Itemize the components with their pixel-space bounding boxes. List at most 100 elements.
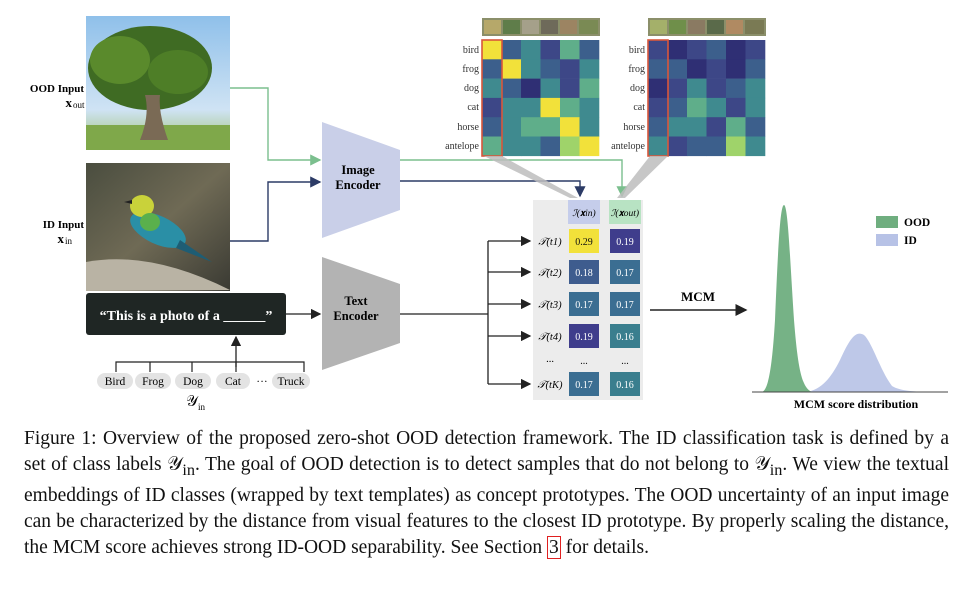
label-set: 𝒴 <box>186 394 199 410</box>
heatmap-cell <box>579 136 600 157</box>
heatmap-cell <box>648 97 668 118</box>
section-ref-link[interactable]: 3 <box>546 535 561 559</box>
heatmap-cell <box>521 40 541 60</box>
heatmap-cell <box>579 97 600 118</box>
heatmap-cell <box>648 59 668 79</box>
figure-caption: Figure 1: Overview of the proposed zero-… <box>24 426 949 561</box>
heatmap-cell <box>501 78 522 99</box>
chip-truck: Truck <box>277 376 304 388</box>
chip-frog: Frog <box>142 376 164 388</box>
score-cell-bg <box>610 292 640 316</box>
heatmap-cell <box>521 59 541 79</box>
heatmap-cell <box>745 59 766 79</box>
hm2-row-cat: cat <box>633 102 645 113</box>
heatmap-cell <box>687 97 707 118</box>
heatmap-cell <box>667 97 688 118</box>
heatmap-cell <box>540 97 561 118</box>
heatmap-cell <box>579 59 600 79</box>
chip-ellipsis: ··· <box>256 376 268 388</box>
score-cell-bg <box>569 260 599 284</box>
text-row-labels: 𝒯(t1) 𝒯(t2) 𝒯(t3) 𝒯(t4) ... 𝒯(tK) <box>538 237 563 391</box>
ood-distribution-curve <box>762 205 812 392</box>
ood-input-var: x <box>66 95 73 110</box>
legend-ood-swatch <box>876 216 898 228</box>
distribution-xlabel: MCM score distribution <box>794 397 919 411</box>
caption-sub1: in <box>182 460 195 479</box>
heatmap-cell <box>687 40 707 60</box>
heatmap-ood <box>648 40 766 157</box>
id-input-image <box>86 163 230 291</box>
ood-input-image <box>86 16 230 150</box>
heatmap-cell <box>579 40 600 60</box>
heatmap-cell <box>726 117 746 137</box>
prompt-box <box>86 293 286 335</box>
mcm-distribution <box>752 205 948 393</box>
heatmap-cell <box>560 59 580 79</box>
hm2-row-frog: frog <box>628 64 645 75</box>
heatmap-cell <box>706 40 727 60</box>
score-value: ... <box>580 356 588 367</box>
heatmap-cell <box>687 136 707 157</box>
score-cell-bg <box>569 229 599 253</box>
score-cell-bg <box>610 229 640 253</box>
heatmap-cell <box>706 59 727 79</box>
text-row-3: 𝒯(t3) <box>538 300 562 311</box>
score-cell-bg <box>569 292 599 316</box>
heatmap-cell <box>501 117 522 137</box>
hm2-row-horse: horse <box>623 122 645 133</box>
heatmap-cell <box>540 40 561 60</box>
col-out-header: ℐ(𝐱out) <box>611 208 639 219</box>
score-value: 0.16 <box>616 380 634 391</box>
heatmap-cell <box>706 117 727 137</box>
legend-ood-label: OOD <box>904 217 930 229</box>
heatmap-cell <box>726 97 746 118</box>
heatmap-cell <box>706 78 727 99</box>
heatmap-cell <box>560 117 580 137</box>
text-encoder-line1: Text <box>344 294 368 308</box>
heatmap-cell <box>648 117 668 137</box>
hm1-row-antelope: antelope <box>445 141 479 152</box>
caption-part2: . The goal of OOD detection is to detect… <box>195 454 770 475</box>
heatmap-cell <box>745 136 766 157</box>
score-cell-bg <box>610 260 640 284</box>
heatmap-cell <box>726 136 746 157</box>
score-value: 0.19 <box>616 237 634 248</box>
heatmap-cell <box>560 136 580 157</box>
heatmap-cell <box>667 59 688 79</box>
heatmap-cell <box>706 97 727 118</box>
chip-bird: Bird <box>105 376 126 388</box>
ood-input-sub: out <box>73 100 85 110</box>
id-input-var: x <box>58 231 65 246</box>
id-distribution-curve <box>806 333 935 392</box>
score-value: 0.17 <box>616 268 634 279</box>
hm1-row-bird: bird <box>463 45 479 56</box>
heatmap-cell <box>501 97 522 118</box>
heatmap-cell <box>706 136 727 157</box>
heatmap-id <box>482 40 600 157</box>
heatmap-cell <box>745 117 766 137</box>
image-encoder-line2: Encoder <box>335 178 381 192</box>
score-value: 0.16 <box>616 332 634 343</box>
text-row-5: ... <box>546 354 554 365</box>
heatmap-cell <box>540 59 561 79</box>
heatmap-cell <box>560 78 580 99</box>
heatmap-cell <box>667 117 688 137</box>
hm2-row-dog: dog <box>630 83 645 94</box>
heatmap-cell <box>579 117 600 137</box>
heatmap-cell <box>521 78 541 99</box>
class-chips: Bird Frog Dog Cat ··· Truck <box>97 373 310 389</box>
heatmap-cell <box>687 59 707 79</box>
heatmap-cell <box>521 136 541 157</box>
score-value: 0.17 <box>616 300 634 311</box>
col-in-header: ℐ(𝐱in) <box>572 208 595 219</box>
heatmap-cell <box>482 136 502 157</box>
heatmap-cell <box>501 136 522 157</box>
heatmap-cell <box>540 136 561 157</box>
score-value: 0.29 <box>575 237 593 248</box>
heatmap-id-row-labels: bird frog dog cat horse antelope <box>445 45 479 152</box>
label-set-sub: in <box>198 402 206 412</box>
heatmap-cell <box>560 97 580 118</box>
heatmap-cell <box>501 40 522 60</box>
text-row-1: 𝒯(t1) <box>538 237 562 248</box>
heatmap-cell <box>482 117 502 137</box>
